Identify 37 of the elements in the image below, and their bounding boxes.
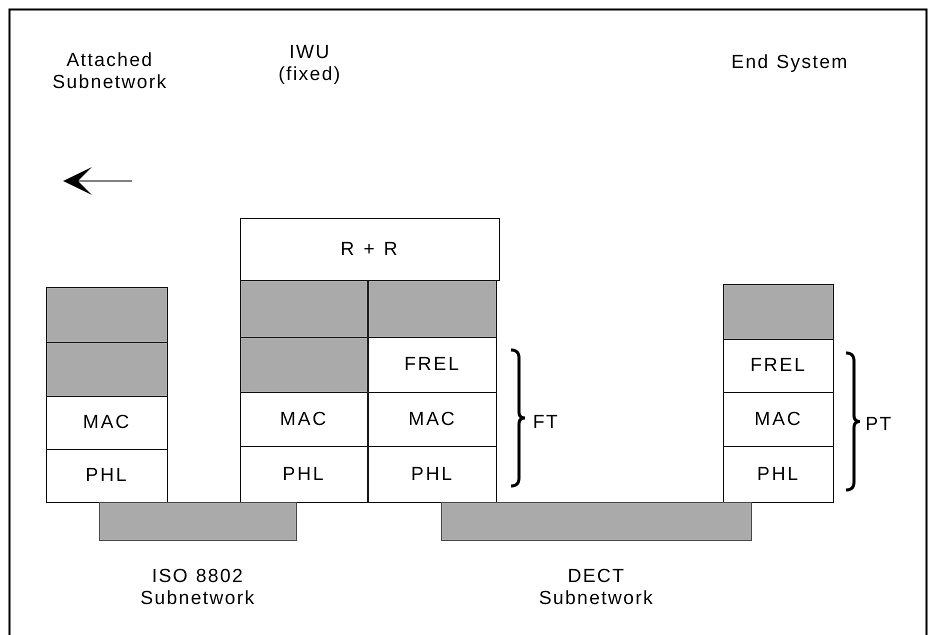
- layer-box: [46, 396, 168, 450]
- layer-label: FREL: [404, 354, 461, 376]
- layer-label: FREL: [750, 355, 807, 377]
- layer-box: [368, 337, 497, 393]
- layer-box: [723, 392, 834, 447]
- layer-label: PHL: [757, 464, 800, 486]
- layer-label: PHL: [86, 465, 128, 487]
- layer-label: PHL: [411, 464, 454, 486]
- system-heading: End System: [730, 52, 850, 74]
- layer-box: [46, 287, 168, 343]
- layer-label: MAC: [280, 408, 328, 430]
- layer-box: [240, 218, 500, 281]
- system-heading: Attached Subnetwork: [51, 50, 169, 94]
- stack-label: FT: [532, 412, 560, 434]
- layer-label: R + R: [340, 238, 400, 260]
- layer-box: [46, 449, 168, 503]
- layer-box: [240, 392, 368, 447]
- subnetwork-bar: [441, 502, 752, 541]
- stack-label: PT: [864, 414, 894, 436]
- layer-label: PHL: [282, 464, 326, 486]
- system-heading: IWU (fixed): [277, 42, 343, 86]
- subnetwork-bar: [99, 502, 297, 541]
- layer-box: [240, 446, 368, 503]
- subnetwork-caption: ISO 8802 Subnetwork: [139, 566, 257, 610]
- layer-label: MAC: [408, 408, 457, 430]
- layer-box: [723, 284, 834, 340]
- layer-box: [240, 280, 368, 338]
- layer-box: [240, 337, 368, 393]
- layer-box: [723, 446, 834, 503]
- layer-box: [723, 339, 834, 393]
- layer-box: [368, 446, 497, 503]
- layer-box: [368, 392, 497, 447]
- layer-box: [368, 280, 497, 338]
- layer-box: [46, 342, 168, 397]
- subnetwork-caption: DECT Subnetwork: [538, 566, 656, 610]
- layer-label: MAC: [754, 408, 803, 430]
- layer-label: MAC: [82, 412, 132, 434]
